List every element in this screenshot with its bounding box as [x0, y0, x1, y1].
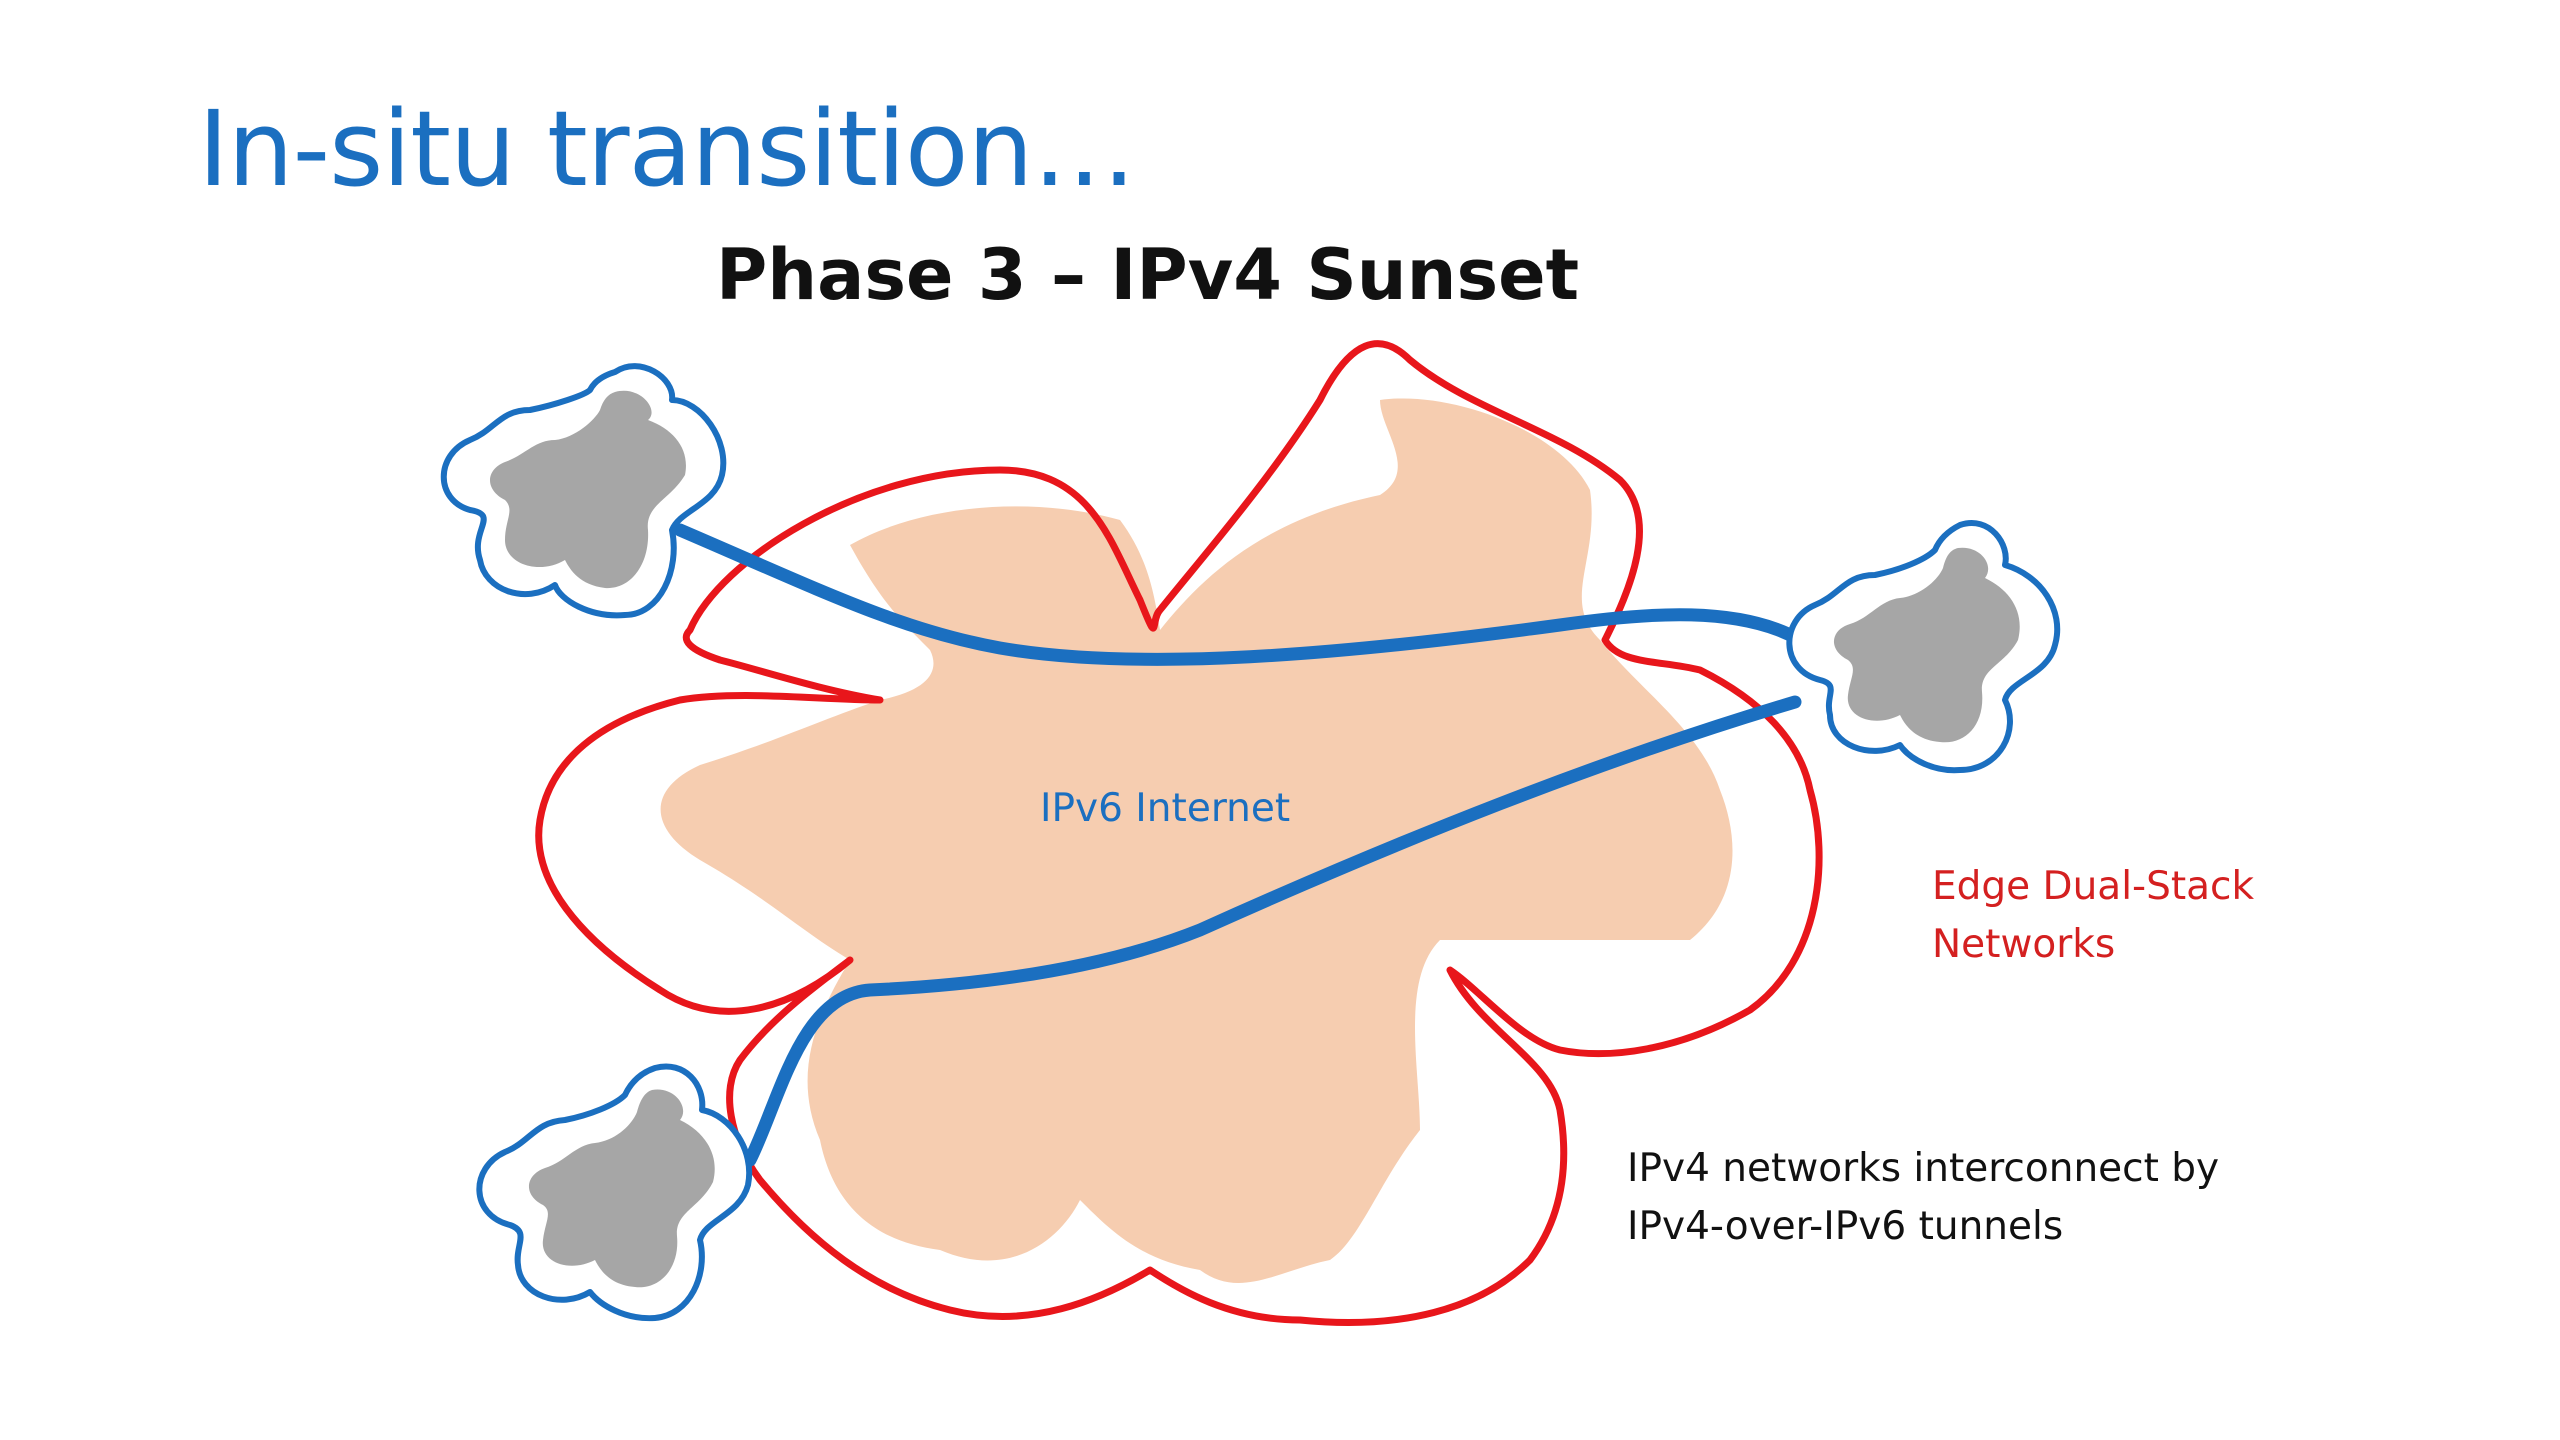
slide-subtitle: Phase 3 – IPv4 Sunset — [716, 234, 1580, 316]
ipv6-internet-label: IPv6 Internet — [1040, 780, 1290, 838]
tunnel-caption-line-2: IPv4-over-IPv6 tunnels — [1627, 1204, 2064, 1249]
tunnel-top — [673, 523, 1807, 666]
ipv6-internet-label-text: IPv6 Internet — [1040, 786, 1291, 831]
tunnel-bottom — [743, 695, 1802, 1167]
edge-dual-stack-outline — [535, 340, 1823, 1326]
slide-title: In-situ transition… — [198, 88, 1136, 210]
ipv4-network-top-left — [440, 363, 727, 619]
edge-dual-stack-label: Edge Dual-Stack Networks — [1932, 858, 2254, 974]
tunnel-caption: IPv4 networks interconnect by IPv4-over-… — [1627, 1140, 2219, 1256]
edge-label-line-2: Networks — [1932, 922, 2116, 967]
tunnel-caption-line-1: IPv4 networks interconnect by — [1627, 1146, 2220, 1191]
ipv4-network-right — [1786, 520, 2061, 774]
edge-label-line-1: Edge Dual-Stack — [1932, 864, 2255, 909]
ipv4-network-bottom-left — [476, 1063, 753, 1322]
ipv6-core-cloud — [660, 398, 1733, 1283]
